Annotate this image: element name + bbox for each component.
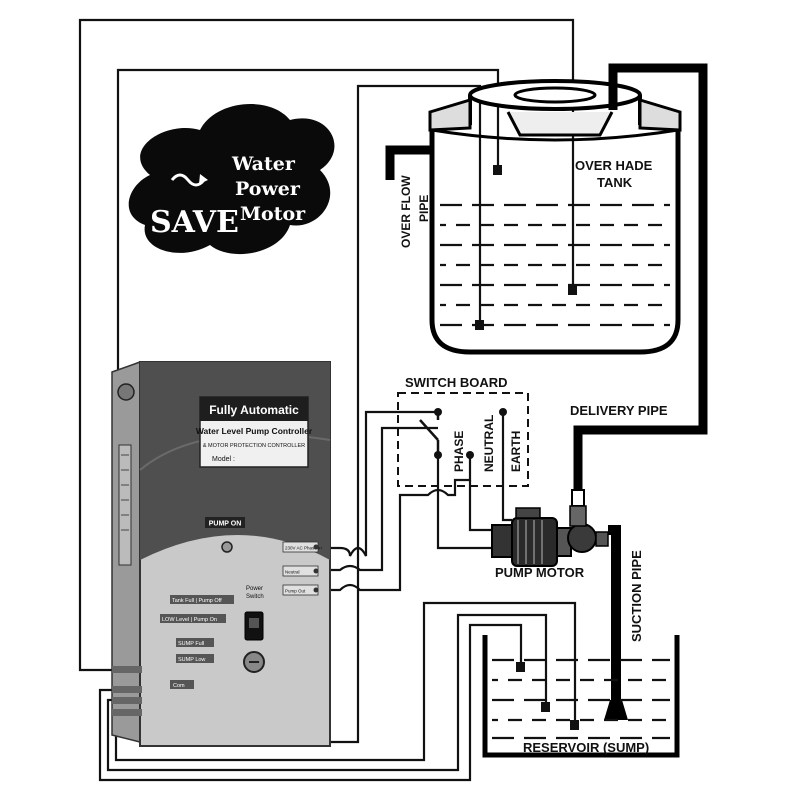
overflow-label-line2: PIPE: [417, 195, 431, 222]
neutral-label: NEUTRAL: [482, 415, 496, 472]
pump-motor-label: PUMP MOTOR: [495, 565, 585, 580]
level-labels: Tank Full | Pump Off LOW Level | Pump On…: [160, 595, 234, 689]
badge-power-text: Power: [235, 178, 301, 200]
indicator-neutral-label: Neutral: [285, 570, 300, 575]
sump-full-label: SUMP Full: [178, 641, 204, 647]
controller-model: Model :: [212, 456, 235, 463]
indicator-pump-out-label: Pump Out: [285, 589, 306, 594]
suction-pipe: SUCTION PIPE: [604, 525, 644, 720]
power-indicators: 230V AC Phase In Neutral Pump Out: [282, 541, 322, 596]
delivery-pipe: DELIVERY PIPE: [570, 63, 708, 507]
phase-label: PHASE: [452, 431, 466, 472]
controller-title: Fully Automatic: [209, 403, 299, 417]
power-switch-label-line1: Power: [246, 586, 263, 592]
switch-board-title: SWITCH BOARD: [405, 375, 508, 390]
low-level-label: LOW Level | Pump On: [162, 617, 217, 623]
overflow-pipe: OVER FLOW PIPE: [385, 145, 432, 248]
badge-save-text: SAVE: [150, 205, 239, 240]
tank-label-line1: OVER HADE: [575, 158, 653, 173]
overflow-label-line1: OVER FLOW: [399, 175, 413, 248]
pump-motor: PUMP MOTOR: [491, 505, 609, 580]
reservoir-label: RESERVOIR (SUMP): [523, 740, 649, 755]
reservoir: RESERVOIR (SUMP): [482, 635, 680, 758]
tank-full-label: Tank Full | Pump Off: [172, 598, 222, 604]
sump-low-label: SUMP Low: [178, 657, 205, 663]
indicator-phase-label: 230V AC Phase In: [285, 546, 322, 551]
sump-water-lines: [492, 658, 670, 740]
power-wires: [318, 410, 512, 592]
badge-water-text: Water: [231, 153, 296, 175]
save-badge: SAVE Water Power Motor: [128, 103, 335, 255]
controller-description: & MOTOR PROTECTION CONTROLLER: [203, 443, 305, 449]
pump-on-label: PUMP ON: [209, 521, 242, 528]
controller-subtitle: Water Level Pump Controller: [196, 426, 313, 436]
suction-pipe-label: SUCTION PIPE: [629, 550, 644, 642]
switch-board: SWITCH BOARD PHASE NEUTRAL EARTH: [397, 375, 529, 487]
tank-label-line2: TANK: [597, 175, 633, 190]
tank-water-lines: [440, 203, 670, 327]
controller-box: Fully Automatic Water Level Pump Control…: [111, 360, 331, 747]
power-switch-label-line2: Switch: [246, 594, 264, 600]
badge-motor-text: Motor: [240, 203, 306, 225]
pump-on-indicator: [221, 541, 233, 553]
delivery-pipe-label: DELIVERY PIPE: [570, 403, 668, 418]
earth-label: EARTH: [509, 431, 523, 472]
com-label: Com: [173, 683, 185, 689]
overhead-tank: OVER HADE TANK: [428, 79, 682, 355]
